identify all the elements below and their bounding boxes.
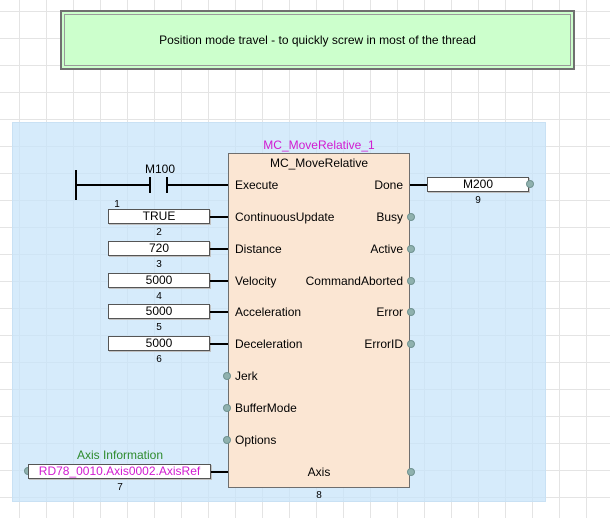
- contact-label: M100: [144, 162, 176, 176]
- pin-active-connector[interactable]: [407, 245, 415, 253]
- contact-index: 1: [114, 199, 120, 210]
- acceleration-index: 5: [156, 322, 162, 333]
- contact-wire-right: [168, 184, 228, 186]
- wire-distance: [210, 248, 228, 250]
- pin-velocity: Velocity: [235, 274, 277, 288]
- velocity-index: 4: [156, 291, 162, 302]
- pin-jerk-connector[interactable]: [223, 372, 231, 380]
- continuous-update-index: 2: [156, 227, 162, 238]
- wire-axis: [211, 471, 228, 473]
- pin-command-aborted-connector[interactable]: [407, 277, 415, 285]
- acceleration-value[interactable]: 5000: [108, 304, 210, 319]
- pin-command-aborted: CommandAborted: [305, 274, 403, 288]
- distance-value[interactable]: 720: [108, 241, 210, 256]
- pin-busy-connector[interactable]: [407, 213, 415, 221]
- function-block-box[interactable]: MC_MoveRelative: [228, 153, 410, 488]
- deceleration-value[interactable]: 5000: [108, 336, 210, 351]
- pin-error-id: ErrorID: [364, 337, 403, 351]
- deceleration-index: 6: [156, 354, 162, 365]
- fb-instance-name[interactable]: MC_MoveRelative_1: [263, 138, 375, 152]
- pin-axis: Axis: [307, 465, 331, 479]
- contact-wire-left: [77, 184, 149, 186]
- left-power-rail: [75, 170, 77, 200]
- wire-velocity: [210, 280, 228, 282]
- pin-active: Active: [370, 242, 403, 256]
- axis-value[interactable]: RD78_0010.Axis0002.AxisRef: [28, 464, 211, 479]
- pin-options: Options: [235, 433, 277, 447]
- fb-type-name: MC_MoveRelative: [269, 156, 369, 170]
- pin-busy: Busy: [376, 210, 403, 224]
- done-output-connector[interactable]: [526, 180, 534, 188]
- wire-acceleration: [210, 311, 228, 313]
- pin-distance: Distance: [235, 242, 282, 256]
- wire-done: [410, 184, 427, 186]
- contact-left-bar[interactable]: [149, 177, 151, 193]
- distance-index: 3: [156, 259, 162, 270]
- pin-options-connector[interactable]: [223, 436, 231, 444]
- done-output-index: 9: [475, 195, 481, 206]
- rung-comment[interactable]: Position mode travel - to quickly screw …: [60, 10, 575, 70]
- contact-right-bar[interactable]: [166, 177, 168, 193]
- pin-acceleration: Acceleration: [235, 305, 302, 319]
- pin-execute: Execute: [235, 178, 279, 192]
- pin-error-id-connector[interactable]: [407, 340, 415, 348]
- pin-error-connector[interactable]: [407, 308, 415, 316]
- fb-number: 8: [316, 490, 322, 501]
- pin-deceleration: Deceleration: [235, 337, 303, 351]
- pin-buffer-mode-connector[interactable]: [223, 404, 231, 412]
- pin-jerk: Jerk: [235, 369, 258, 383]
- axis-comment: Axis Information: [76, 448, 164, 462]
- axis-index: 7: [117, 482, 123, 493]
- pin-axis-connector[interactable]: [407, 468, 415, 476]
- pin-error: Error: [376, 305, 403, 319]
- pin-buffer-mode: BufferMode: [235, 401, 297, 415]
- continuous-update-value[interactable]: TRUE: [108, 209, 210, 224]
- rung-comment-text: Position mode travel - to quickly screw …: [159, 33, 476, 47]
- pin-continuous-update: ContinuousUpdate: [235, 210, 335, 224]
- wire-deceleration: [210, 343, 228, 345]
- pin-done: Done: [374, 178, 403, 192]
- wire-continuous-update: [210, 216, 228, 218]
- done-output-value[interactable]: M200: [427, 177, 529, 192]
- velocity-value[interactable]: 5000: [108, 273, 210, 288]
